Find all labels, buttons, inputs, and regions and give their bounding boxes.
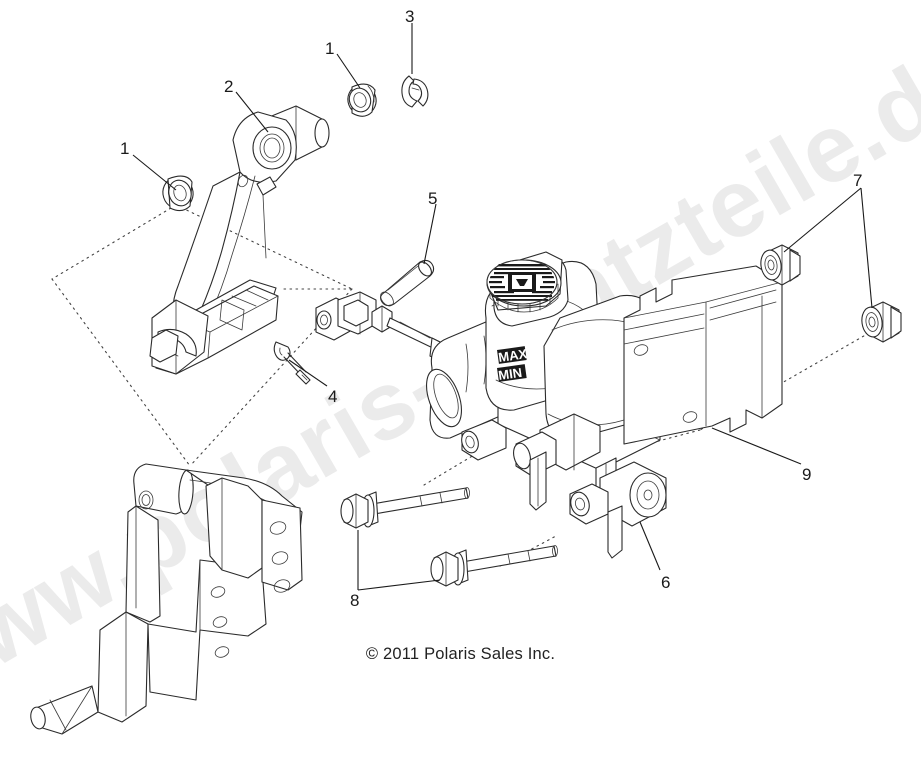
callout-9[interactable]: 9 — [802, 465, 812, 484]
part-heat-shield — [623, 265, 783, 445]
part-clevis-pushrod — [315, 291, 453, 367]
part-cotter-pin — [273, 341, 311, 385]
copyright-notice: © 2011 Polaris Sales Inc. — [365, 645, 556, 663]
cap-warning-text — [489, 264, 555, 301]
part-flange-bolt-upper — [340, 487, 470, 529]
pedal-mount-bracket — [30, 463, 303, 735]
part-bushing-left — [162, 175, 194, 212]
part-master-cylinder: MAX MIN — [426, 251, 667, 559]
max-label: MAX — [497, 346, 528, 365]
part-retaining-clip — [401, 75, 429, 108]
callout-7[interactable]: 7 — [853, 171, 863, 190]
part-brake-pedal — [149, 105, 330, 375]
callout-6[interactable]: 6 — [661, 573, 671, 592]
min-label: MIN — [497, 365, 523, 383]
part-flange-bolt-lower — [430, 545, 558, 587]
part-bushing-right — [347, 83, 377, 117]
callout-leader-lines — [132, 23, 873, 591]
callout-2[interactable]: 2 — [224, 77, 234, 96]
callout-3[interactable]: 3 — [405, 7, 415, 26]
callout-4[interactable]: 4 — [328, 387, 338, 406]
callout-5[interactable]: 5 — [428, 189, 438, 208]
part-clevis-pin — [379, 259, 435, 307]
part-flange-nut-lower — [861, 301, 902, 343]
callout-1-right[interactable]: 1 — [325, 39, 335, 58]
callout-8[interactable]: 8 — [350, 591, 360, 610]
part-flange-nut-upper — [760, 244, 801, 286]
reservoir-level-marks: MAX MIN — [497, 346, 528, 383]
callout-1-left[interactable]: 1 — [120, 139, 130, 158]
